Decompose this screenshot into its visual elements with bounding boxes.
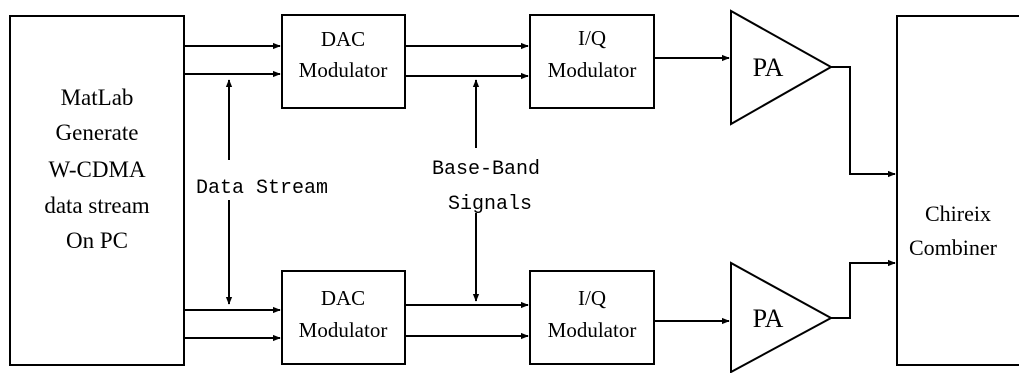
data-stream-label: Data Stream <box>196 177 328 200</box>
power-amplifier-bottom: PA <box>730 261 834 373</box>
iq-bottom-label-2: Modulator <box>548 318 637 342</box>
dac-top-label-1: DAC <box>321 27 365 51</box>
source-line-5: On PC <box>66 228 128 253</box>
iq-modulator-top: I/Q Modulator <box>529 14 655 109</box>
pa-bottom-label: PA <box>753 304 784 333</box>
combiner-label-2: Combiner <box>909 235 998 260</box>
dac-modulator-bottom: DAC Modulator <box>281 270 406 365</box>
source-line-3: W-CDMA <box>48 157 146 182</box>
chireix-combiner-block: Chireix Combiner <box>896 15 1019 366</box>
baseband-label-2: Signals <box>448 193 532 216</box>
dac-modulator-top: DAC Modulator <box>281 14 406 109</box>
matlab-source-block: MatLab Generate W-CDMA data stream On PC <box>9 15 185 366</box>
source-line-4: data stream <box>44 193 149 218</box>
iq-bottom-label-1: I/Q <box>578 286 606 310</box>
source-line-1: MatLab <box>61 85 134 110</box>
dac-bottom-label-2: Modulator <box>299 318 388 342</box>
dac-top-label-2: Modulator <box>299 58 388 82</box>
dac-bottom-label-1: DAC <box>321 286 365 310</box>
iq-modulator-bottom: I/Q Modulator <box>529 270 655 365</box>
pa-top-label: PA <box>753 53 784 82</box>
baseband-label-1: Base-Band <box>432 158 540 181</box>
source-line-2: Generate <box>56 120 139 145</box>
iq-top-label-2: Modulator <box>548 58 637 82</box>
combiner-label-1: Chireix <box>925 201 991 226</box>
power-amplifier-top: PA <box>730 9 834 126</box>
arrow-pa-bottom-to-combiner <box>831 259 896 319</box>
iq-top-label-1: I/Q <box>578 26 606 50</box>
arrow-pa-top-to-combiner <box>831 66 896 178</box>
